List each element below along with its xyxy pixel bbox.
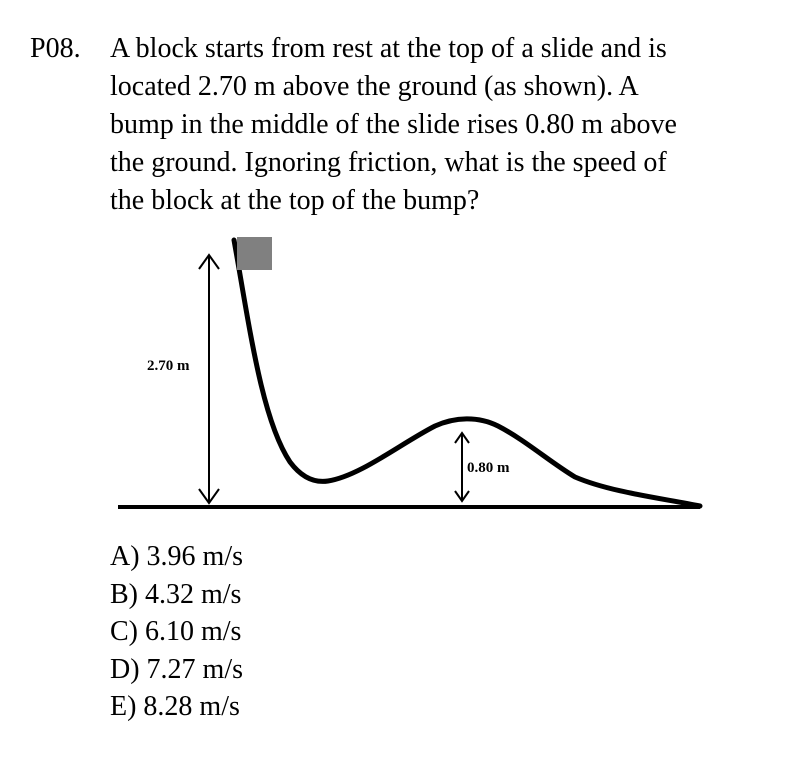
problem-number: P08. (30, 33, 81, 64)
problem-line: the block at the top of the bump? (110, 185, 480, 216)
choice-c: C) 6.10 m/s (110, 616, 242, 647)
bump-arrow (454, 431, 470, 503)
height-arrow (198, 253, 220, 505)
choice-e: E) 8.28 m/s (110, 691, 240, 722)
choice-b: B) 4.32 m/s (110, 578, 242, 610)
problem-line: the ground. Ignoring friction, what is t… (110, 147, 667, 178)
bump-label: 0.80 m (467, 460, 510, 476)
problem-line: located 2.70 m above the ground (as show… (110, 71, 639, 102)
problem-line: bump in the middle of the slide rises 0.… (110, 109, 677, 140)
answer-choices: A) 3.96 m/s B) 4.32 m/s C) 6.10 m/s D) 7… (110, 538, 243, 726)
problem-statement: A block starts from rest at the top of a… (110, 30, 750, 220)
problem-line: A block starts from rest at the top of a… (110, 33, 667, 64)
slide-curve (231, 237, 703, 509)
choice-d: D) 7.27 m/s (110, 653, 243, 685)
choice-a: A) 3.96 m/s (110, 541, 243, 572)
height-label: 2.70 m (147, 358, 190, 374)
sliding-block (237, 237, 272, 270)
